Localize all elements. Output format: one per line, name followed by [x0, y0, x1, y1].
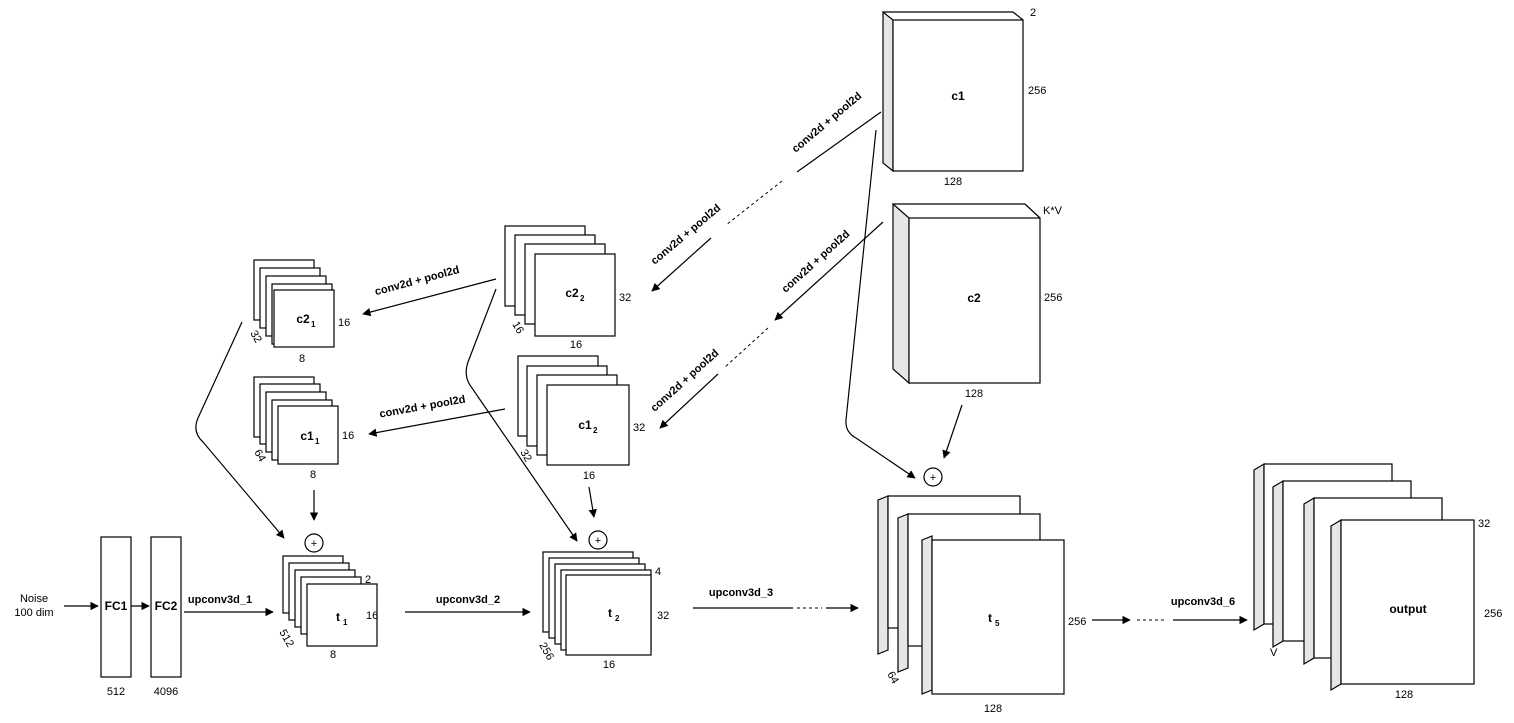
- output-channels: V: [1270, 647, 1278, 659]
- fc2-label: FC2: [155, 599, 178, 613]
- c1-1-subscript: 1: [315, 437, 320, 446]
- t2-width: 16: [603, 659, 615, 671]
- c2-1-label: c2: [296, 312, 310, 326]
- fc2-layer: [150, 536, 182, 678]
- c1-depth: 2: [1030, 7, 1036, 19]
- t5-stack: [877, 495, 1065, 695]
- fc1-size: 512: [107, 686, 125, 698]
- upconv3d-3-label: upconv3d_3: [709, 587, 773, 599]
- c1-2-label: c1: [578, 418, 592, 432]
- conv-pool-label-6: conv2d + pool2d: [379, 394, 467, 421]
- c21-to-merge1-arrow: [195, 321, 285, 539]
- c2-1-stack: [253, 259, 335, 348]
- c1-1-width: 8: [310, 469, 316, 481]
- c1-conv-arrow: [651, 237, 712, 292]
- output-label: output: [1389, 602, 1426, 616]
- upconv3d-6-label: upconv3d_6: [1171, 596, 1235, 608]
- t1-subscript: 1: [343, 618, 348, 627]
- merge-circle-1: [304, 533, 324, 553]
- c2-1-height: 16: [338, 317, 350, 329]
- t5-width: 128: [984, 703, 1002, 715]
- c2-height: 256: [1044, 292, 1062, 304]
- c2-1-width: 8: [299, 353, 305, 365]
- upconv3d-1-label: upconv3d_1: [188, 594, 252, 606]
- c2-2-height: 32: [619, 292, 631, 304]
- t5-height: 256: [1068, 616, 1086, 628]
- output-width: 128: [1395, 689, 1413, 701]
- c1-1-channels: 64: [251, 448, 268, 465]
- c1-2-channels: 32: [517, 448, 534, 465]
- c2-depth: K*V: [1043, 205, 1063, 217]
- t2-channels: 256: [536, 641, 556, 663]
- c1-1-stack: [253, 376, 339, 465]
- output-stack: [1253, 462, 1475, 692]
- merge-circle-2: [588, 530, 608, 550]
- c1-block: [882, 10, 1024, 173]
- t2-label: t: [608, 606, 612, 620]
- c1-2-width: 16: [583, 470, 595, 482]
- c1-conv-line-a: [796, 111, 882, 173]
- upconv3d-2-label: upconv3d_2: [436, 594, 500, 606]
- c1-1-height: 16: [342, 430, 354, 442]
- c2-to-merge3-arrow: [942, 404, 963, 459]
- c1-height: 256: [1028, 85, 1046, 97]
- merge-circle-3: [923, 467, 943, 487]
- t2-stack: [542, 551, 652, 656]
- c2-1-channels: 32: [247, 329, 264, 346]
- t1-label: t: [336, 610, 340, 624]
- c2-conv-arrow-a: [774, 221, 884, 321]
- c1-2-height: 32: [633, 422, 645, 434]
- fc2-size: 4096: [154, 686, 178, 698]
- fc1-label: FC1: [105, 599, 128, 613]
- merge-plus-2: +: [595, 535, 601, 547]
- c12-to-merge2-arrow: [588, 486, 597, 518]
- c2-conv-dashes: [723, 327, 769, 369]
- merge-plus-1: +: [311, 538, 317, 550]
- noise-label: Noise: [20, 593, 48, 605]
- t1-width: 8: [330, 649, 336, 661]
- c2-1-subscript: 1: [311, 320, 316, 329]
- c2-2-channels: 16: [509, 320, 526, 337]
- merge-plus-3: +: [930, 472, 936, 484]
- c2-2-width: 16: [570, 339, 582, 351]
- t1-height: 16: [366, 610, 378, 622]
- conv-pool-label-1: conv2d + pool2d: [790, 90, 864, 155]
- c1-label: c1: [951, 89, 965, 103]
- c22-to-merge2-arrow: [465, 288, 578, 542]
- conv-pool-label-5: conv2d + pool2d: [374, 264, 461, 298]
- c2-2-label: c2: [565, 286, 579, 300]
- c2-label: c2: [967, 291, 981, 305]
- fc1-layer: [100, 536, 132, 678]
- conv-pool-label-3: conv2d + pool2d: [780, 228, 853, 295]
- c1-2-stack: [517, 355, 630, 466]
- c1-to-merge3-arrow: [845, 129, 916, 479]
- c2-block: [892, 202, 1041, 385]
- c2-width: 128: [965, 388, 983, 400]
- c1-width: 128: [944, 176, 962, 188]
- output-height: 256: [1484, 608, 1502, 620]
- c22-to-c21-arrow: [362, 278, 497, 317]
- c2-2-subscript: 2: [580, 294, 585, 303]
- t1-channels: 512: [276, 628, 296, 650]
- t1-depth: 2: [365, 574, 371, 586]
- t2-height: 32: [657, 610, 669, 622]
- output-depth: 32: [1478, 518, 1490, 530]
- c1-conv-dashes: [725, 180, 783, 226]
- c1-2-subscript: 2: [593, 426, 598, 435]
- c1-1-label: c1: [300, 429, 314, 443]
- t2-subscript: 2: [615, 614, 620, 623]
- t5-subscript: 5: [995, 619, 1000, 628]
- c2-2-stack: [504, 225, 616, 337]
- c2-conv-arrow-b: [659, 373, 719, 429]
- c12-to-c11-arrow: [368, 408, 506, 437]
- t5-label: t: [988, 611, 992, 625]
- t5-channels: 64: [884, 670, 901, 687]
- noise-dim-label: 100 dim: [14, 607, 53, 619]
- t2-depth: 4: [655, 566, 661, 578]
- conv-pool-label-2: conv2d + pool2d: [649, 202, 723, 267]
- t1-stack: [282, 555, 378, 647]
